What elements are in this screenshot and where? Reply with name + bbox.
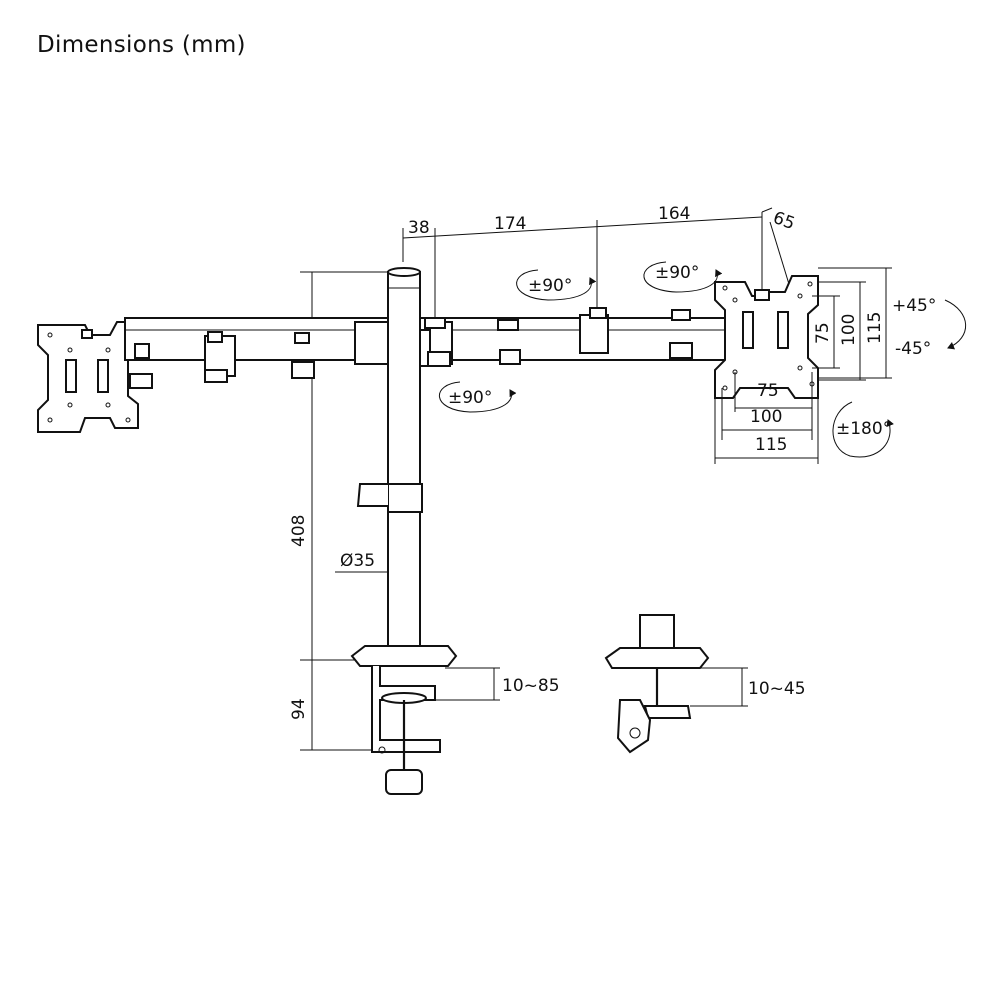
page-title: Dimensions (mm) [37,32,246,58]
rotation-arrow-icon [439,261,723,413]
rotation-labels: ±90° ±90° ±90° +45° -45° ±180° [448,263,936,439]
tilt-up-label: +45° [892,296,936,316]
dim-vesa-h-100: 100 [750,407,782,427]
dim-vesa-v-100: 100 [839,314,859,346]
rotate-180-icon [832,401,894,458]
dim-vesa-h-115: 115 [755,435,787,455]
dim-pole-diameter: Ø35 [340,551,375,571]
dim-174: 174 [494,214,526,234]
dim-vesa-v-75: 75 [813,322,833,344]
dimension-labels: 38 174 164 65 408 94 Ø35 10~85 10~45 75 … [289,204,885,720]
vertical-pole [356,267,423,659]
dim-vesa-v-115: 115 [865,312,885,344]
dim-65: 65 [770,208,797,234]
horizontal-arm [124,307,726,389]
tilt-arrow-icon [944,299,967,350]
left-vesa-plate [37,321,139,433]
swivel-label-3: ±90° [448,388,492,408]
rotate-label: ±180° [836,419,891,439]
tilt-down-label: -45° [895,339,931,359]
dim-38: 38 [408,218,430,238]
dim-94: 94 [289,698,309,720]
swivel-label-2: ±90° [655,263,699,283]
arm-joint-right-mid [579,314,609,354]
right-vesa-plate [714,275,819,399]
vesa-dimension-lines [714,267,892,464]
dim-vesa-h-75: 75 [757,381,779,401]
dim-clamp-a: 10~85 [502,676,560,696]
swivel-label-1: ±90° [528,276,572,296]
cable-clip [387,483,423,513]
clamp-dimension-lines [435,667,500,701]
desk-clamp-main [350,645,458,795]
dim-408: 408 [289,515,309,547]
arm-joint-left-inner [354,321,391,365]
dim-164: 164 [658,204,690,224]
dim-clamp-b: 10~45 [748,679,806,699]
desk-clamp-alt [604,614,748,754]
